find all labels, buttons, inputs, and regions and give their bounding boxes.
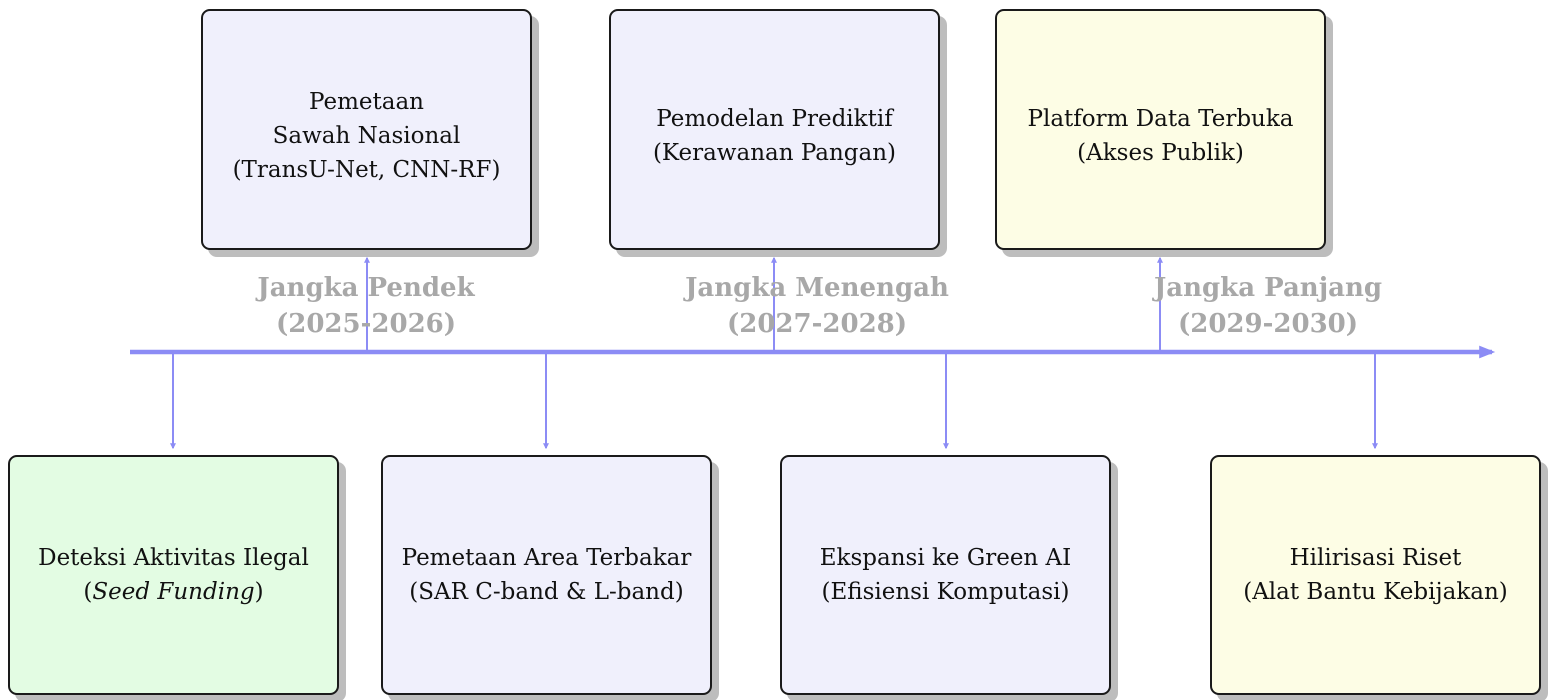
milestone-box-green-ai-expansion: Ekspansi ke Green AI (Efisiensi Komputas…: [780, 455, 1111, 695]
open-paren: (: [83, 579, 93, 605]
box-subtitle-line: (Efisiensi Komputasi): [821, 579, 1070, 605]
box-title-line: Pemetaan: [309, 89, 424, 115]
milestone-box-rice-field-mapping: Pemetaan Sawah Nasional (TransU-Net, CNN…: [201, 9, 532, 250]
box-subtitle-line: (Akses Publik): [1077, 140, 1244, 166]
period-label-long-term: Jangka Panjang (2029-2030): [1154, 270, 1382, 342]
box-subtitle-line: (Seed Funding): [83, 575, 263, 609]
period-label-mid-term: Jangka Menengah (2027-2028): [685, 270, 949, 342]
box-title-line: Hilirisasi Riset: [1289, 545, 1462, 571]
milestone-box-open-data-platform: Platform Data Terbuka (Akses Publik): [995, 9, 1326, 250]
box-subtitle-line: (Kerawanan Pangan): [652, 140, 897, 166]
box-title-line: Deteksi Aktivitas Ilegal: [38, 545, 309, 571]
milestone-box-research-downstreaming: Hilirisasi Riset (Alat Bantu Kebijakan): [1210, 455, 1541, 695]
close-paren: ): [254, 579, 264, 605]
period-name: Jangka Menengah: [685, 273, 949, 303]
box-title-line: Pemodelan Prediktif: [656, 106, 893, 132]
box-title-line: Ekspansi ke Green AI: [819, 545, 1072, 571]
period-name: Jangka Panjang: [1153, 273, 1383, 303]
box-title-line: Platform Data Terbuka: [1027, 106, 1294, 132]
milestone-box-predictive-modeling: Pemodelan Prediktif (Kerawanan Pangan): [609, 9, 940, 250]
box-subtitle-line: (SAR C-band & L-band): [409, 579, 684, 605]
box-subtitle-line: (TransU-Net, CNN-RF): [232, 157, 501, 183]
period-years: (2027-2028): [726, 309, 908, 339]
period-years: (2025-2026): [275, 309, 457, 339]
period-label-short-term: Jangka Pendek (2025-2026): [257, 270, 474, 342]
box-title-line: Pemetaan Area Terbakar: [401, 545, 692, 571]
box-subtitle-line: (Alat Bantu Kebijakan): [1243, 579, 1508, 605]
box-title-line: Sawah Nasional: [272, 123, 461, 149]
funding-label: Seed Funding: [92, 579, 255, 605]
period-name: Jangka Pendek: [257, 273, 475, 303]
period-years: (2029-2030): [1177, 309, 1359, 339]
milestone-box-illegal-activity-detection: Deteksi Aktivitas Ilegal (Seed Funding): [8, 455, 339, 695]
milestone-box-burned-area-mapping: Pemetaan Area Terbakar (SAR C-band & L-b…: [381, 455, 712, 695]
